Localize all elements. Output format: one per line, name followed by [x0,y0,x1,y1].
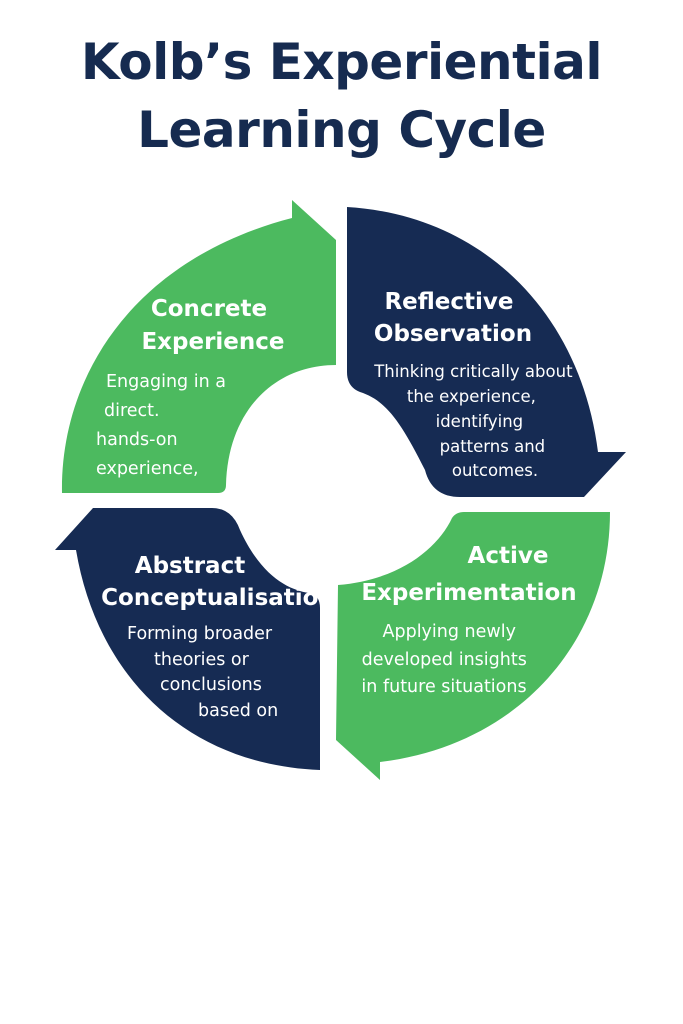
concrete-experience-desc-line: hands-on [96,430,178,450]
concrete-experience-desc-line: Engaging in a [106,372,226,392]
abstract-conceptualisation-title-line: Conceptualisation [101,585,335,611]
page-title-line-2: Learning Cycle [137,101,546,159]
concrete-experience-description: Engaging in a direct. hands-on experienc… [96,372,232,479]
abstract-conceptualisation-description: Forming broader theories or conclusions … [127,624,278,721]
concrete-experience-title-line: Experience [141,329,284,355]
reflective-observation-desc-line: the experience, [407,387,536,406]
active-experimentation-title: Active Experimentation [361,543,576,606]
active-experimentation-segment [336,512,610,780]
page-title: Kolb’s Experiential Learning Cycle [0,28,683,164]
concrete-experience-desc-line: direct. [104,401,160,421]
active-experimentation-desc-line: developed insights [362,650,527,670]
active-experimentation-title-line: Experimentation [361,580,576,606]
abstract-conceptualisation-desc-line: based on [198,701,278,721]
abstract-conceptualisation-title: Abstract Conceptualisation [101,553,335,611]
concrete-experience-segment [61,200,337,493]
abstract-conceptualisation-title-line: Abstract [135,553,245,579]
concrete-experience-title-line: Concrete [151,296,267,322]
active-experimentation-desc-line: Applying newly [383,622,516,642]
abstract-conceptualisation-desc-line: conclusions [160,675,262,695]
page-title-line-1: Kolb’s Experiential [80,33,603,91]
concrete-experience-desc-line: experience, [96,459,199,479]
reflective-observation-title-line: Observation [374,321,532,347]
concrete-experience-title: Concrete Experience [141,296,284,355]
abstract-conceptualisation-desc-line: theories or [154,650,250,670]
active-experimentation-description: Applying newly developed insights in fut… [361,622,532,697]
reflective-observation-desc-line: Thinking critically about [373,362,573,381]
reflective-observation-desc-line: identifying [436,412,524,431]
abstract-conceptualisation-desc-line: Forming broader [127,624,273,644]
reflective-observation-desc-line: patterns and [440,437,546,456]
reflective-observation-desc-line: outcomes. [452,461,538,480]
active-experimentation-title-line: Active [468,543,549,569]
abstract-conceptualisation-segment [55,508,320,770]
reflective-observation-description: Thinking critically about the experience… [373,362,578,480]
reflective-observation-title: Reflective Observation [374,289,532,347]
reflective-observation-title-line: Reflective [384,289,513,315]
reflective-observation-segment [347,207,626,497]
active-experimentation-desc-line: in future situations [361,677,526,697]
